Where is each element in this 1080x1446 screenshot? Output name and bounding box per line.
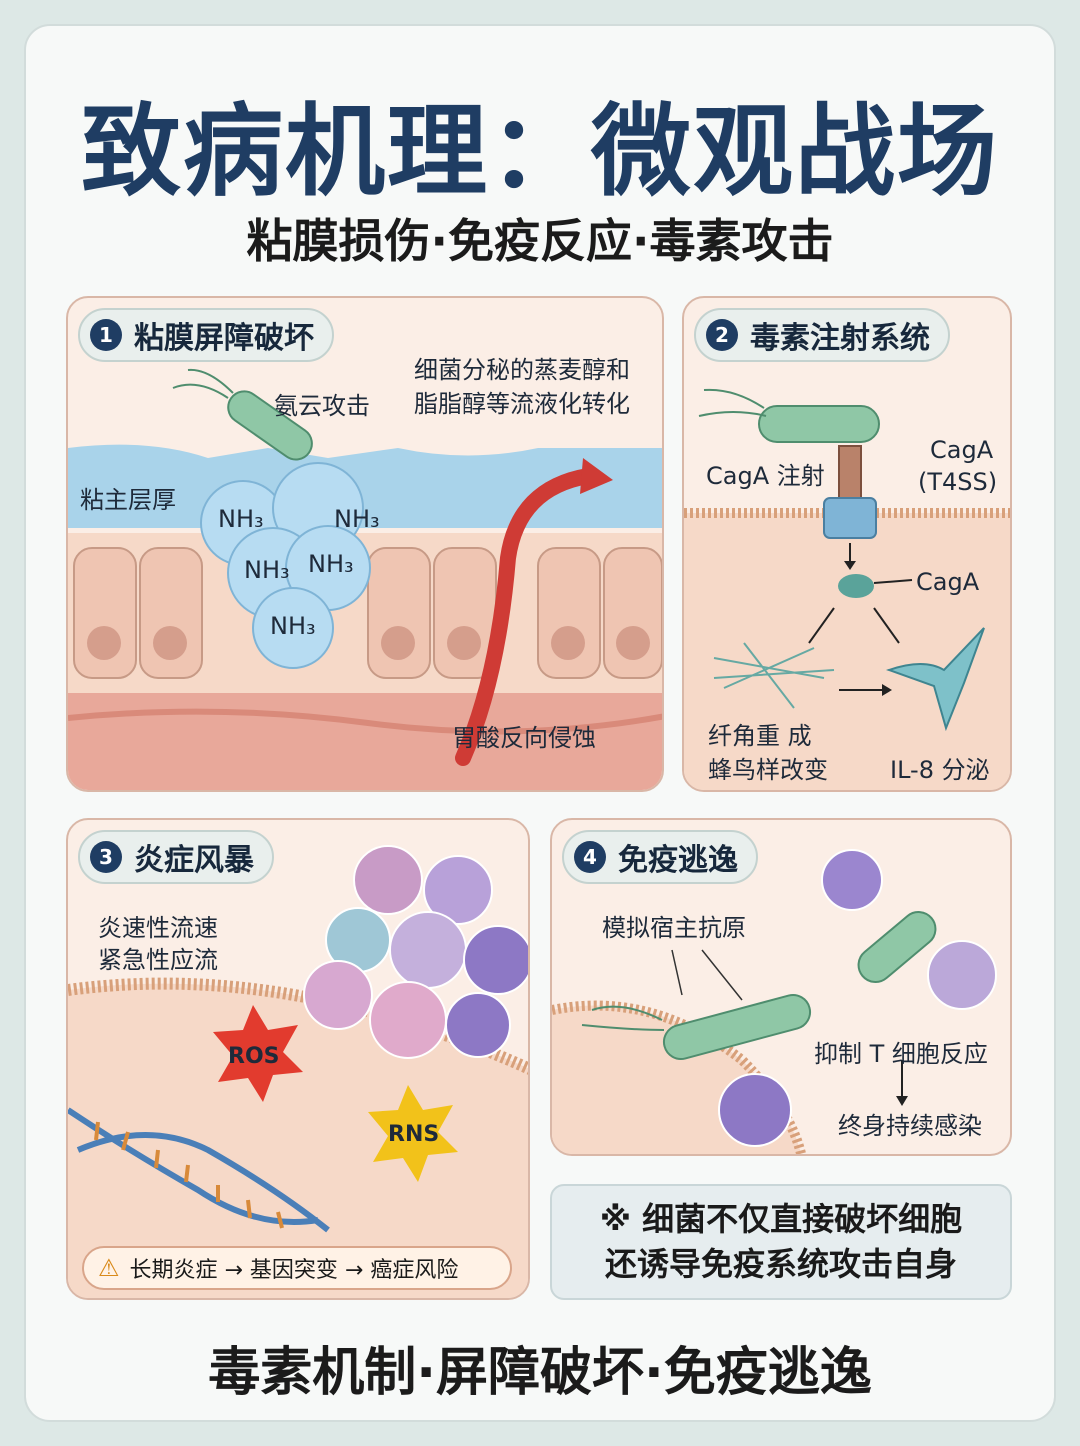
panel-1-title: 1 粘膜屏障破坏 xyxy=(78,308,334,362)
il8-label: IL-8 分泌 xyxy=(890,756,990,784)
summary-note: ※ 细菌不仅直接破坏细胞 还诱导免疫系统攻击自身 xyxy=(550,1184,1012,1300)
warning-icon: ⚠ xyxy=(98,1254,120,1282)
caga-label: CagA xyxy=(916,568,980,596)
acid-erosion-label: 胃酸反向侵蚀 xyxy=(452,724,596,752)
lifelong-infection-label: 终身持续感染 xyxy=(838,1112,982,1140)
ammonia-attack-label: 氨云攻击 xyxy=(274,392,370,420)
inflammation-illustration xyxy=(68,845,528,1298)
mimic-antigen-label: 模拟宿主抗原 xyxy=(602,914,746,942)
rns-label: RNS xyxy=(388,1122,440,1147)
panel-mucosal-barrier: 1 粘膜屏障破坏 氨云攻击 细菌分秘的蒸麦醇和 脂脂醇等流液化转化 粘主层厚 N… xyxy=(66,296,664,792)
caga-injection-label: CagA 注射 xyxy=(706,462,825,490)
panel-4-title: 4 免疫逃逸 xyxy=(562,830,758,884)
panel-toxin-injection: 2 毒素注射系统 CagA 注射 CagA (T4SS) CagA 纤角重 成 … xyxy=(682,296,1012,792)
caga-t4ss-label-2: (T4SS) xyxy=(918,468,998,496)
nh3-label-1: NH₃ xyxy=(218,505,264,533)
nh3-label-3: NH₃ xyxy=(244,556,290,584)
secretion-label-2: 脂脂醇等流液化转化 xyxy=(414,390,630,418)
hummingbird-label-1: 纤角重 成 xyxy=(708,722,812,750)
t4ss-illustration xyxy=(684,388,1010,790)
immune-evasion-illustration xyxy=(552,849,997,1154)
panel-inflammation-storm: 3 炎症风暴 炎速性流速 紧急性应流 ROS RNS xyxy=(66,818,530,1300)
nh3-label-5: NH₃ xyxy=(270,612,316,640)
secretion-label-1: 细菌分秘的蒸麦醇和 xyxy=(414,356,630,384)
mucus-layer-label: 粘主层厚 xyxy=(80,486,176,514)
panel-3-title: 3 炎症风暴 xyxy=(78,830,274,884)
page-title: 致病机理：微观战场 xyxy=(81,93,999,210)
note-line-1: ※ 细菌不仅直接破坏细胞 xyxy=(599,1200,963,1239)
flow-label-2: 紧急性应流 xyxy=(98,946,218,974)
mucosa-illustration xyxy=(68,368,662,790)
hummingbird-label-2: 蜂鸟样改变 xyxy=(708,756,828,784)
nh3-label-2: NH₃ xyxy=(334,505,380,533)
footer-tagline: 毒素机制·屏障破坏·免疫逃逸 xyxy=(208,1343,872,1403)
nh3-label-4: NH₃ xyxy=(308,550,354,578)
note-line-2: 还诱导免疫系统攻击自身 xyxy=(604,1245,957,1283)
suppress-tcell-label: 抑制 T 细胞反应 xyxy=(814,1040,988,1068)
flow-label-1: 炎速性流速 xyxy=(98,914,218,942)
page-subtitle: 粘膜损伤·免疫反应·毒素攻击 xyxy=(246,214,834,268)
panel-2-title: 2 毒素注射系统 xyxy=(694,308,950,362)
panel-immune-evasion: 4 免疫逃逸 模拟宿主抗原 抑制 T 细胞反应 终身持续感染 xyxy=(550,818,1012,1156)
cancer-risk-warning: ⚠ 长期炎症 → 基因突变 → 癌症风险 xyxy=(82,1246,512,1290)
caga-t4ss-label-1: CagA xyxy=(930,436,994,464)
ros-label: ROS xyxy=(228,1044,280,1069)
